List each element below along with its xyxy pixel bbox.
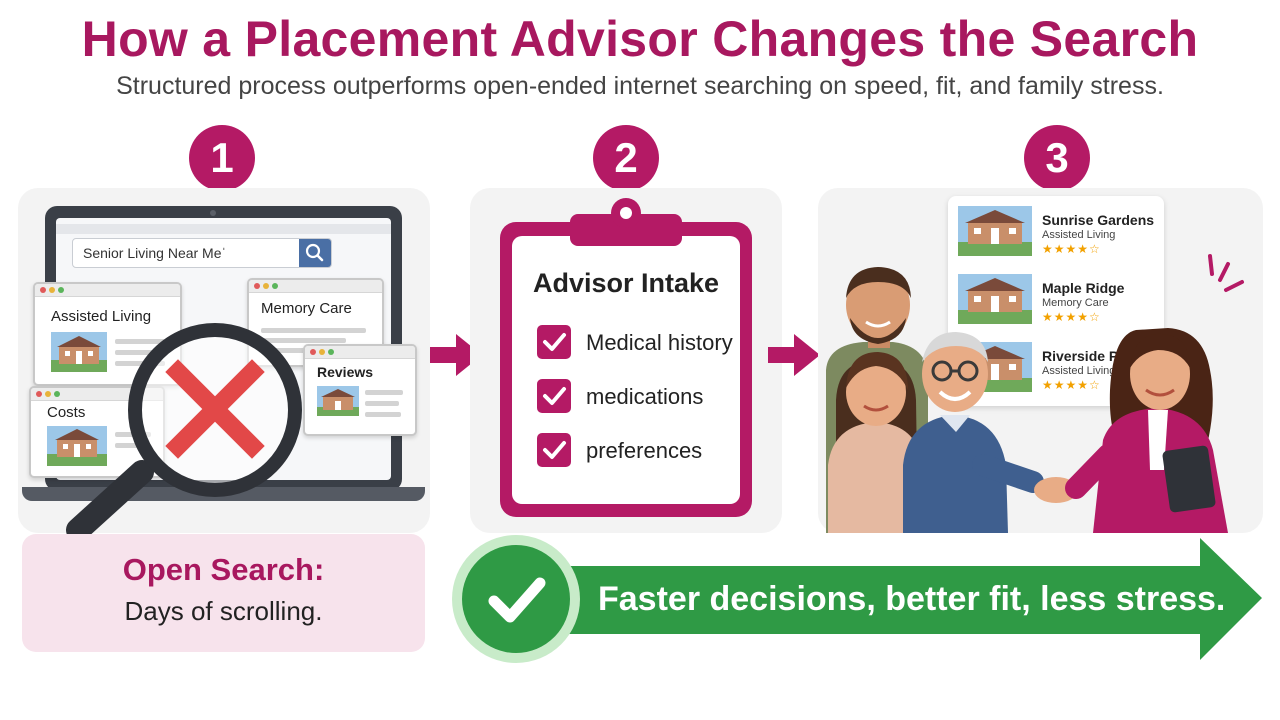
search-input[interactable]: Senior Living Near Meˈ: [72, 238, 332, 268]
listing-name: Sunrise Gardens: [1042, 212, 1155, 228]
browser-toolbar: [56, 224, 391, 234]
listing-type: Memory Care: [1042, 297, 1109, 309]
search-button[interactable]: [299, 239, 331, 267]
open-search-body: Days of scrolling.: [124, 596, 323, 626]
listing-maple-ridge[interactable]: Maple Ridge Memory Care ★★★★☆: [948, 270, 1164, 334]
elderly-man: [903, 332, 1044, 533]
listing-type: Assisted Living: [1042, 365, 1116, 377]
step-badge-1: 1: [189, 125, 255, 191]
family-advisor-handshake-illustration: [826, 254, 1244, 533]
house-photo-icon: [51, 332, 107, 372]
checkbox-checked: [537, 433, 571, 467]
house-photo-icon: [958, 274, 1032, 324]
window-title: Reviews: [317, 364, 374, 380]
listing-type: Assisted Living: [1042, 229, 1116, 241]
house-photo-icon: [958, 206, 1032, 256]
intake-item: medications: [586, 384, 704, 409]
family-woman: [828, 352, 922, 533]
open-search-callout: Open Search: Days of scrolling.: [22, 534, 425, 652]
checkbox-checked: [537, 379, 571, 413]
reviews-window[interactable]: Reviews: [303, 344, 417, 436]
clipboard-ring: [611, 198, 641, 228]
checkmark-icon: [543, 387, 566, 405]
house-photo-icon: [47, 426, 107, 466]
step-badge-3: 3: [1024, 125, 1090, 191]
intake-item: Medical history: [586, 330, 733, 355]
page-subtitle: Structured process outperforms open-ende…: [116, 72, 1164, 100]
success-badge: [452, 535, 580, 663]
search-icon: [305, 243, 324, 262]
step-badge-2: 2: [593, 125, 659, 191]
checkmark-icon: [543, 333, 566, 351]
outcome-arrow: [540, 538, 1262, 660]
sparkle-lines-icon: [1208, 254, 1244, 292]
webcam-icon: [210, 210, 216, 216]
checkmark-icon: [543, 441, 566, 459]
magnifying-glass-icon: [66, 323, 302, 534]
outcome-text: Faster decisions, better fit, less stres…: [598, 580, 1226, 618]
intake-item: preferences: [586, 438, 703, 463]
open-search-heading: Open Search:: [122, 552, 325, 587]
checkmark-icon: [488, 577, 546, 623]
window-title: Costs: [47, 404, 86, 421]
intake-heading: Advisor Intake: [532, 268, 720, 298]
window-title: Memory Care: [261, 300, 352, 317]
search-query-text: Senior Living Near Meˈ: [83, 245, 227, 261]
arrow-right-icon: [768, 334, 820, 376]
star-rating-icon: ★★★★☆: [1042, 242, 1101, 256]
advisor-woman: [1065, 328, 1228, 533]
arrow-right-icon: [430, 334, 482, 376]
checkbox-checked: [537, 325, 571, 359]
star-rating-icon: ★★★★☆: [1042, 310, 1101, 324]
window-title: Assisted Living: [51, 308, 152, 325]
red-x-icon: [165, 359, 265, 459]
listing-sunrise-gardens[interactable]: Sunrise Gardens Assisted Living ★★★★☆: [948, 202, 1164, 266]
star-rating-icon: ★★★★☆: [1042, 378, 1101, 392]
listing-name: Maple Ridge: [1042, 280, 1125, 296]
house-photo-icon: [317, 386, 359, 416]
page-title: How a Placement Advisor Changes the Sear…: [81, 11, 1199, 67]
